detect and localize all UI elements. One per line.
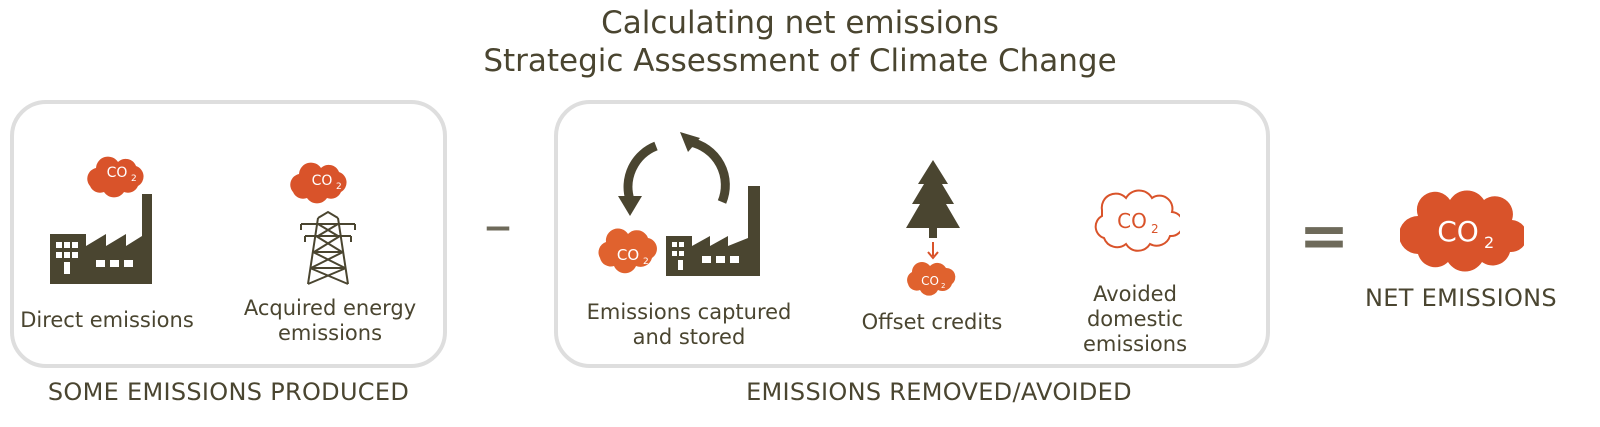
svg-text:2: 2 bbox=[1484, 233, 1494, 252]
minus-operator: – bbox=[484, 193, 512, 258]
svg-text:CO: CO bbox=[312, 173, 333, 189]
co2-outline-cloud-icon: CO 2 bbox=[1088, 188, 1180, 252]
title-line-1: Calculating net emissions bbox=[601, 5, 999, 41]
equals-operator: = bbox=[1298, 201, 1350, 271]
svg-text:CO: CO bbox=[1437, 215, 1479, 248]
acquired-energy-label: Acquired energy emissions bbox=[243, 296, 417, 345]
svg-text:2: 2 bbox=[643, 257, 649, 267]
co2-cloud-icon: CO 2 bbox=[598, 228, 657, 274]
transmission-tower-icon: CO 2 bbox=[285, 152, 371, 286]
captured-stored-label: Emissions captured and stored bbox=[586, 300, 792, 349]
factory-icon: CO 2 bbox=[48, 148, 160, 288]
co2-text: CO bbox=[107, 165, 128, 181]
co2-cloud-icon: CO 2 bbox=[87, 156, 144, 198]
produced-box bbox=[10, 100, 447, 368]
net-emissions-label: NET EMISSIONS bbox=[1365, 284, 1557, 312]
removed-box bbox=[554, 100, 1270, 368]
svg-text:2: 2 bbox=[131, 174, 137, 184]
offset-credits-label: Offset credits bbox=[861, 310, 1003, 334]
avoided-domestic-label: Avoided domestic emissions bbox=[1082, 282, 1188, 356]
svg-text:2: 2 bbox=[941, 282, 945, 290]
svg-text:CO: CO bbox=[617, 246, 639, 264]
co2-cloud-icon: CO 2 bbox=[290, 162, 347, 204]
co2-cloud-icon: CO 2 bbox=[1400, 186, 1524, 274]
direct-emissions-label: Direct emissions bbox=[20, 308, 194, 332]
svg-text:CO: CO bbox=[921, 274, 939, 288]
capture-cycle-icon: CO 2 bbox=[596, 130, 780, 280]
title-line-2: Strategic Assessment of Climate Change bbox=[483, 43, 1117, 79]
svg-text:CO: CO bbox=[1117, 209, 1147, 233]
tree-icon: CO 2 bbox=[898, 158, 968, 300]
svg-text:2: 2 bbox=[1151, 222, 1159, 236]
svg-text:2: 2 bbox=[336, 182, 342, 192]
produced-caption: SOME EMISSIONS PRODUCED bbox=[47, 378, 410, 406]
co2-cloud-icon: CO 2 bbox=[907, 262, 956, 296]
removed-caption: EMISSIONS REMOVED/AVOIDED bbox=[746, 378, 1132, 406]
